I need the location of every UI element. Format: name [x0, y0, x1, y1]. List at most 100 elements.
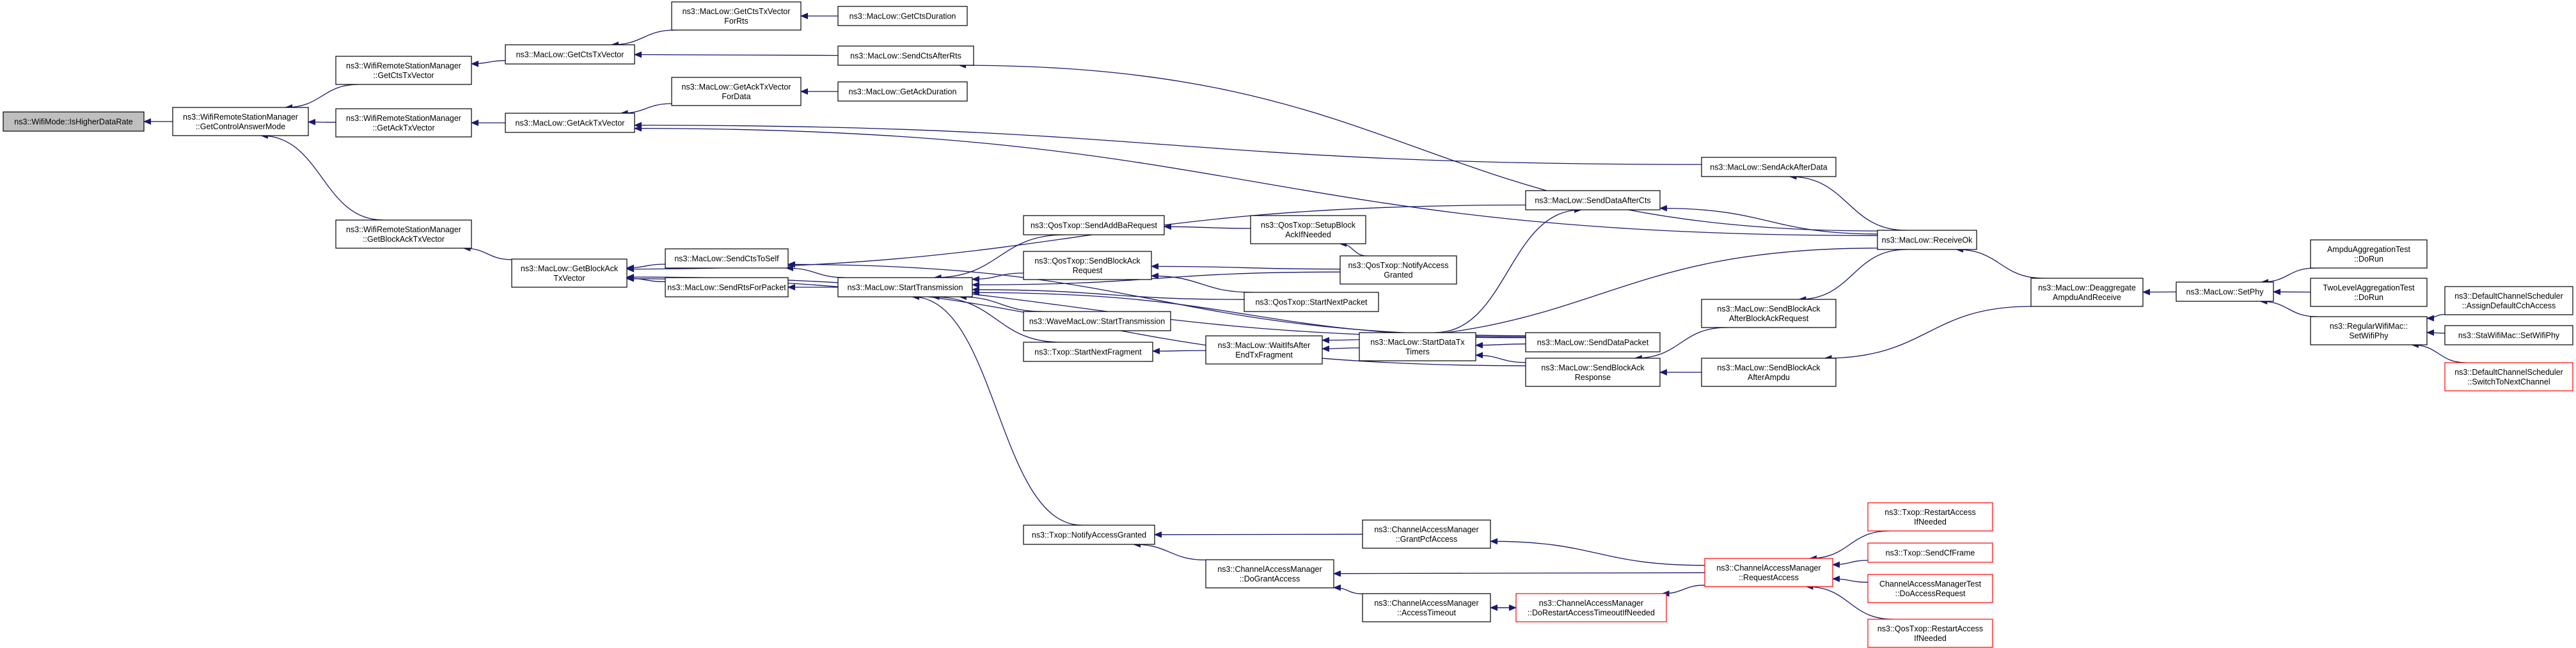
node-accessTimeout[interactable]: ns3::ChannelAccessManager::AccessTimeout	[1362, 593, 1491, 622]
edge-sendCtsAfterRts-to-macGetCtsTxVector	[634, 51, 839, 58]
node-doGrantAccess[interactable]: ns3::ChannelAccessManager::DoGrantAccess	[1205, 559, 1334, 589]
node-sendDataAfterCts[interactable]: ns3::MacLow::SendDataAfterCts	[1525, 190, 1661, 210]
node-label: ns3::DefaultChannelScheduler	[2454, 292, 2563, 301]
node-label: ::DoRestartAccessTimeoutIfNeeded	[1528, 608, 1655, 617]
edge-sendAddBaRequest-to-startTransmission	[933, 234, 1065, 281]
node-box	[1867, 619, 1993, 648]
node-channelAccessManagerTest[interactable]: ChannelAccessManagerTest::DoAccessReques…	[1867, 574, 1993, 603]
node-box	[335, 108, 472, 138]
node-sendBlockAckAfterBlockAckRequest[interactable]: ns3::MacLow::SendBlockAckAfterBlockAckRe…	[1701, 299, 1837, 328]
node-label: ::AssignDefaultCchAccess	[2462, 301, 2556, 310]
node-box	[1244, 292, 1379, 312]
node-switchToNextChannel[interactable]: ns3::DefaultChannelScheduler::SwitchToNe…	[2444, 362, 2573, 391]
node-qosNotifyAccessGranted[interactable]: ns3::QosTxop::NotifyAccessGranted	[1339, 255, 1457, 285]
edge-switchToNextChannel-to-regularSetWifiPhy	[2410, 342, 2467, 363]
edge-wrsmGetCtsTxVector-to-getControlAnswerMode	[285, 84, 359, 111]
node-label: ns3::ChannelAccessManager	[1374, 525, 1478, 534]
node-label: Granted	[1384, 271, 1412, 280]
edge-grantPcfAccess-to-txopNotifyAccessGranted	[1154, 531, 1363, 538]
node-ampduAggregationTest[interactable]: AmpduAggregationTest::DoRun	[2310, 239, 2428, 269]
node-receiveOk[interactable]: ns3::MacLow::ReceiveOk	[1877, 230, 1977, 250]
node-box	[1701, 358, 1837, 387]
node-txopStartNextFragment[interactable]: ns3::Txop::StartNextFragment	[1023, 342, 1153, 362]
node-sendDataPacket[interactable]: ns3::MacLow::SendDataPacket	[1525, 332, 1661, 352]
node-label: ns3::WifiMode::IsHigherDataRate	[14, 118, 133, 127]
edge-txopNotifyAccessGranted-to-startTransmission	[912, 294, 1082, 526]
node-label: ns3::MacLow::SendBlockAck	[1717, 304, 1821, 313]
edge-sendAckAfterData-to-macGetAckTxVector	[634, 122, 1702, 165]
node-label: ns3::Txop::RestartAccess	[1885, 508, 1975, 517]
edge-sendDataAfterCts-to-macGetBlockAckTxVector	[626, 204, 1526, 273]
node-macGetAckTxVector[interactable]: ns3::MacLow::GetAckTxVector	[505, 113, 635, 133]
edge-getCtsTxVectorForRts-to-macGetCtsTxVector	[611, 29, 676, 48]
node-sendRtsForPacket[interactable]: ns3::MacLow::SendRtsForPacket	[665, 277, 789, 297]
node-box	[1023, 525, 1155, 545]
node-root[interactable]: ns3::WifiMode::IsHigherDataRate	[3, 111, 145, 132]
node-box	[837, 6, 968, 26]
edge-receiveOk-to-sendCtsAfterRts	[958, 62, 1878, 232]
node-requestAccess[interactable]: ns3::ChannelAccessManager::RequestAccess	[1704, 558, 1833, 587]
node-macGetBlockAckTxVector[interactable]: ns3::MacLow::GetBlockAckTxVector	[511, 258, 628, 288]
node-sendAckAfterData[interactable]: ns3::MacLow::SendAckAfterData	[1701, 157, 1837, 177]
node-qosStartNextPacket[interactable]: ns3::QosTxop::StartNextPacket	[1244, 292, 1379, 312]
node-label: ns3::QosTxop::RestartAccess	[1877, 624, 1983, 633]
node-label: ChannelAccessManagerTest	[1879, 580, 1982, 589]
edge-requestAccess-to-doRestartAccessTimeoutIfNeeded	[1661, 585, 1705, 597]
node-txopNotifyAccessGranted[interactable]: ns3::Txop::NotifyAccessGranted	[1023, 525, 1155, 545]
node-grantPcfAccess[interactable]: ns3::ChannelAccessManager::GrantPcfAcces…	[1362, 519, 1491, 549]
node-box	[505, 44, 635, 65]
node-label: ns3::ChannelAccessManager	[1374, 599, 1478, 608]
edge-macGetBlockAckTxVector-to-wrsmGetBlockAckTxVector	[462, 245, 512, 260]
node-label: ::GetCtsTxVector	[373, 71, 434, 80]
node-sendCtsToSelf[interactable]: ns3::MacLow::SendCtsToSelf	[665, 248, 789, 269]
node-box	[172, 107, 309, 136]
node-twoLevelAggregationTest[interactable]: TwoLevelAggregationTest::DoRun	[2310, 278, 2428, 307]
node-box	[1362, 519, 1491, 549]
node-label: ns3::Txop::StartNextFragment	[1034, 348, 1142, 357]
node-getCtsDuration[interactable]: ns3::MacLow::GetCtsDuration	[837, 6, 968, 26]
node-label: ns3::MacLow::GetAckTxVector	[682, 83, 791, 91]
node-sendCfFrame[interactable]: ns3::Txop::SendCfFrame	[1867, 542, 1993, 563]
node-macGetCtsTxVector[interactable]: ns3::MacLow::GetCtsTxVector	[505, 44, 635, 65]
node-getAckDuration[interactable]: ns3::MacLow::GetAckDuration	[837, 81, 968, 102]
node-label: ns3::Txop::NotifyAccessGranted	[1032, 531, 1146, 540]
node-box	[1515, 593, 1667, 622]
node-sendAddBaRequest[interactable]: ns3::QosTxop::SendAddBaRequest	[1023, 215, 1165, 235]
node-wrsmGetCtsTxVector[interactable]: ns3::WifiRemoteStationManager::GetCtsTxV…	[335, 56, 472, 85]
node-doRestartAccessTimeoutIfNeeded[interactable]: ns3::ChannelAccessManager::DoRestartAcce…	[1515, 593, 1667, 622]
node-box	[511, 258, 628, 288]
node-label: AmpduAggregationTest	[2327, 245, 2410, 254]
node-box	[1867, 574, 1993, 603]
node-regularSetWifiPhy[interactable]: ns3::RegularWifiMac::SetWifiPhy	[2310, 316, 2428, 345]
node-label: ::GetControlAnswerMode	[196, 122, 285, 131]
nodes-layer: ns3::WifiMode::IsHigherDataRatens3::Wifi…	[3, 1, 2573, 648]
node-label: EndTxFragment	[1235, 351, 1293, 360]
node-wrsmGetAckTxVector[interactable]: ns3::WifiRemoteStationManager::GetAckTxV…	[335, 108, 472, 138]
node-label: ns3::QosTxop::StartNextPacket	[1255, 298, 1368, 307]
node-startTransmission[interactable]: ns3::MacLow::StartTransmission	[837, 277, 973, 297]
node-sendCtsAfterRts[interactable]: ns3::MacLow::SendCtsAfterRts	[837, 45, 974, 66]
node-waveStartTransmission[interactable]: ns3::WaveMacLow::StartTransmission	[1023, 311, 1171, 331]
node-setPhy[interactable]: ns3::MacLow::SetPhy	[2176, 281, 2274, 302]
node-label: ns3::MacLow::Deaggregate	[2038, 283, 2136, 292]
node-staSetWifiPhy[interactable]: ns3::StaWifiMac::SetWifiPhy	[2444, 325, 2573, 345]
node-box	[2444, 362, 2573, 391]
node-assignDefaultCchAccess[interactable]: ns3::DefaultChannelScheduler::AssignDefa…	[2444, 286, 2573, 315]
node-box	[2310, 316, 2428, 345]
node-wrsmGetBlockAckTxVector[interactable]: ns3::WifiRemoteStationManager::GetBlockA…	[335, 219, 472, 249]
node-getControlAnswerMode[interactable]: ns3::WifiRemoteStationManager::GetContro…	[172, 107, 309, 136]
edge-sendBlockAckResponse-to-startDataTxTimers	[1475, 352, 1526, 363]
node-box	[1362, 593, 1491, 622]
node-label: ForData	[722, 92, 750, 101]
